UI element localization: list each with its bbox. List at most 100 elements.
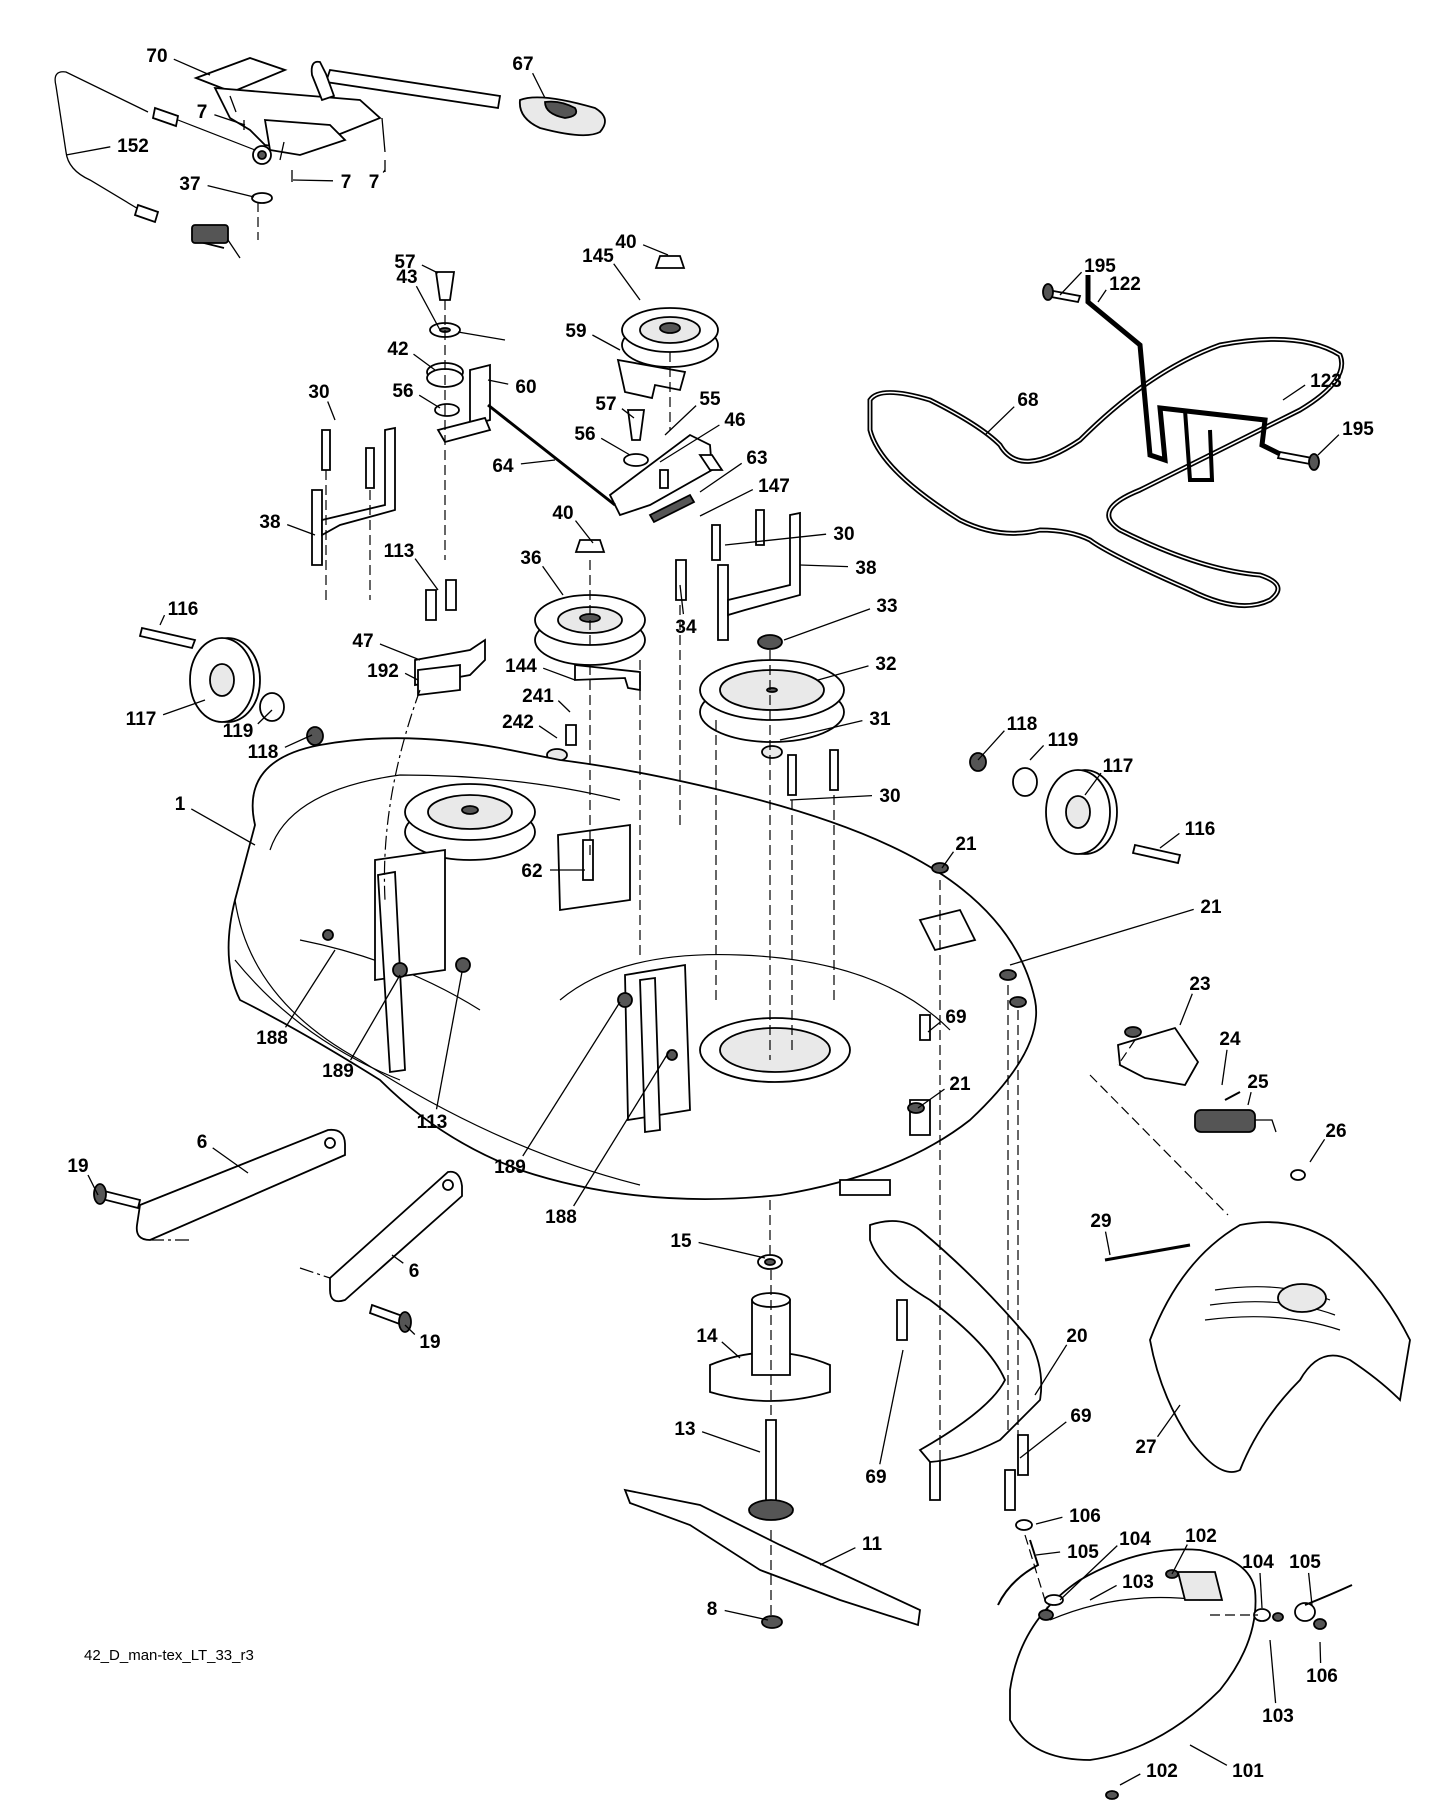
leader-line	[382, 169, 386, 173]
callout-leaders	[65, 58, 1340, 1786]
part-callout: 6	[197, 1132, 208, 1153]
leader-line	[779, 719, 863, 741]
leader-line	[257, 709, 273, 725]
part-callout: 23	[1189, 974, 1210, 995]
leader-line	[1089, 1584, 1117, 1601]
leader-line	[520, 459, 556, 465]
leader-line	[1009, 908, 1194, 966]
leader-line	[1269, 1639, 1277, 1704]
part-callout: 69	[945, 1007, 966, 1028]
leader-line	[817, 665, 869, 681]
leader-line	[1171, 1544, 1188, 1575]
part-callout: 30	[879, 786, 900, 807]
bolt-195a	[1042, 283, 1082, 304]
leader-line	[783, 608, 871, 641]
part-callout: 118	[1007, 714, 1038, 735]
bolts-113	[425, 579, 457, 621]
part-callout: 241	[522, 686, 554, 707]
bracket-23	[1117, 1026, 1200, 1086]
leader-line	[65, 146, 111, 156]
leader-line	[284, 949, 336, 1028]
belt-guide	[1085, 275, 1284, 482]
idler-pulley-36	[534, 539, 646, 666]
leader-line	[542, 565, 564, 596]
wheel-left	[138, 626, 324, 746]
leader-line	[789, 794, 873, 801]
leader-line	[1084, 772, 1102, 796]
part-callout: 15	[670, 1231, 692, 1252]
bolt-241	[565, 724, 577, 746]
part-callout: 55	[699, 389, 721, 410]
part-callout: 104	[1119, 1529, 1151, 1550]
idler-arm-60	[436, 363, 616, 507]
part-callout: 188	[545, 1207, 577, 1228]
leader-line	[284, 734, 313, 748]
wheel-right	[969, 752, 1182, 865]
part-callout: 63	[746, 448, 767, 469]
leader-line	[1259, 1572, 1263, 1609]
part-callout: 20	[1066, 1326, 1087, 1347]
part-callout: 19	[67, 1156, 88, 1177]
part-callout: 103	[1122, 1572, 1154, 1593]
part-callout: 33	[876, 596, 897, 617]
leader-line	[573, 1049, 671, 1207]
bolt-57a	[434, 271, 456, 301]
leader-line	[1035, 1551, 1061, 1556]
leader-line	[286, 523, 316, 536]
part-callout: 7	[369, 172, 380, 193]
leader-line	[984, 406, 1015, 436]
mower-deck-housing	[227, 737, 1037, 1200]
leader-line	[1059, 1545, 1118, 1601]
part-callout: 38	[259, 512, 280, 533]
discharge-chute-27	[1149, 1221, 1411, 1473]
leader-line	[350, 974, 401, 1061]
bolt-195b	[1276, 450, 1320, 471]
part-callout: 1	[175, 794, 186, 815]
leader-line	[1097, 289, 1107, 303]
bolt-57b	[623, 409, 649, 467]
part-callout: 30	[308, 382, 329, 403]
nut-33	[757, 634, 783, 650]
part-callout: 116	[1185, 819, 1216, 840]
part-callout: 21	[949, 1074, 971, 1095]
bolt-62	[582, 839, 594, 881]
leader-line	[724, 1609, 769, 1621]
leader-line	[941, 851, 955, 869]
part-callout: 57	[595, 394, 616, 415]
part-callout: 24	[1219, 1029, 1241, 1050]
leader-line	[621, 408, 635, 419]
assembly-lines	[150, 202, 1258, 1616]
leader-line	[592, 334, 621, 351]
part-callout: 56	[574, 424, 595, 445]
part-callout: 105	[1289, 1552, 1321, 1573]
leader-line	[574, 520, 594, 544]
part-callout: 144	[505, 656, 537, 677]
part-callout: 102	[1146, 1761, 1178, 1782]
part-callout: 106	[1306, 1666, 1338, 1687]
bolts-69	[896, 1014, 1029, 1511]
part-callout: 117	[1103, 756, 1134, 777]
leader-line	[1019, 1421, 1067, 1459]
part-callout: 37	[179, 174, 200, 195]
washer-56a	[434, 403, 460, 417]
part-callout: 102	[1185, 1526, 1217, 1547]
part-callout: 64	[492, 456, 514, 477]
leader-line	[522, 1001, 621, 1157]
leader-line	[721, 1341, 741, 1359]
leader-line	[1156, 1404, 1181, 1438]
bracket-38-left	[311, 426, 396, 566]
leader-line	[1059, 271, 1083, 296]
leader-line	[542, 667, 576, 681]
part-callout: 101	[1232, 1761, 1264, 1782]
leader-line	[664, 405, 697, 436]
part-callout: 122	[1109, 274, 1141, 295]
leader-line	[1034, 1344, 1068, 1396]
part-callout: 119	[1048, 730, 1079, 751]
washer-31	[761, 745, 783, 759]
bolt-19-left	[93, 1183, 142, 1210]
leader-line	[1159, 832, 1180, 849]
part-callout: 116	[168, 599, 199, 620]
part-callout: 36	[520, 548, 541, 569]
